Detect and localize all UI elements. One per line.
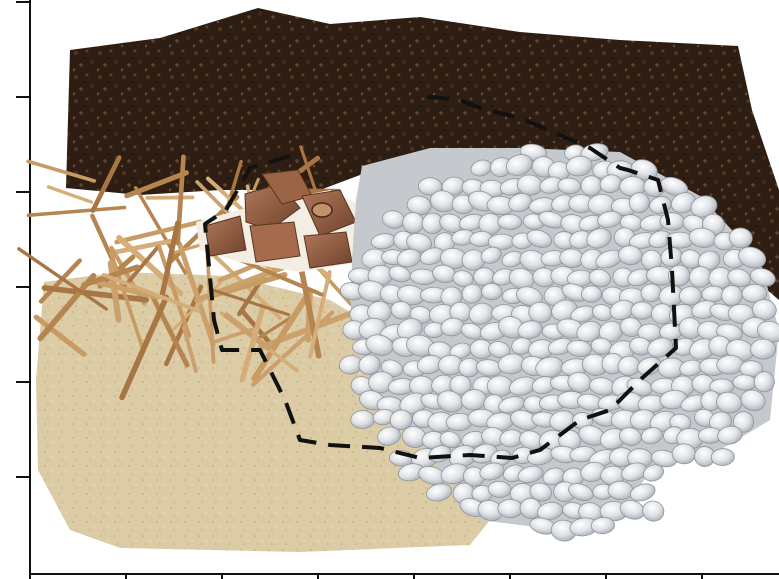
pebble — [351, 410, 375, 428]
pebble — [660, 212, 685, 230]
root-chunk — [304, 232, 352, 268]
pebble — [750, 339, 776, 359]
pebble — [497, 499, 523, 518]
straw-stick — [28, 208, 124, 216]
pebble — [487, 376, 513, 396]
straw-stick — [147, 197, 193, 198]
y-axis-ticks — [16, 2, 30, 477]
pebble — [608, 481, 633, 500]
pebble — [640, 498, 666, 523]
root-chunk — [250, 222, 300, 262]
chunk-ring — [312, 203, 332, 217]
pebble — [581, 286, 601, 302]
